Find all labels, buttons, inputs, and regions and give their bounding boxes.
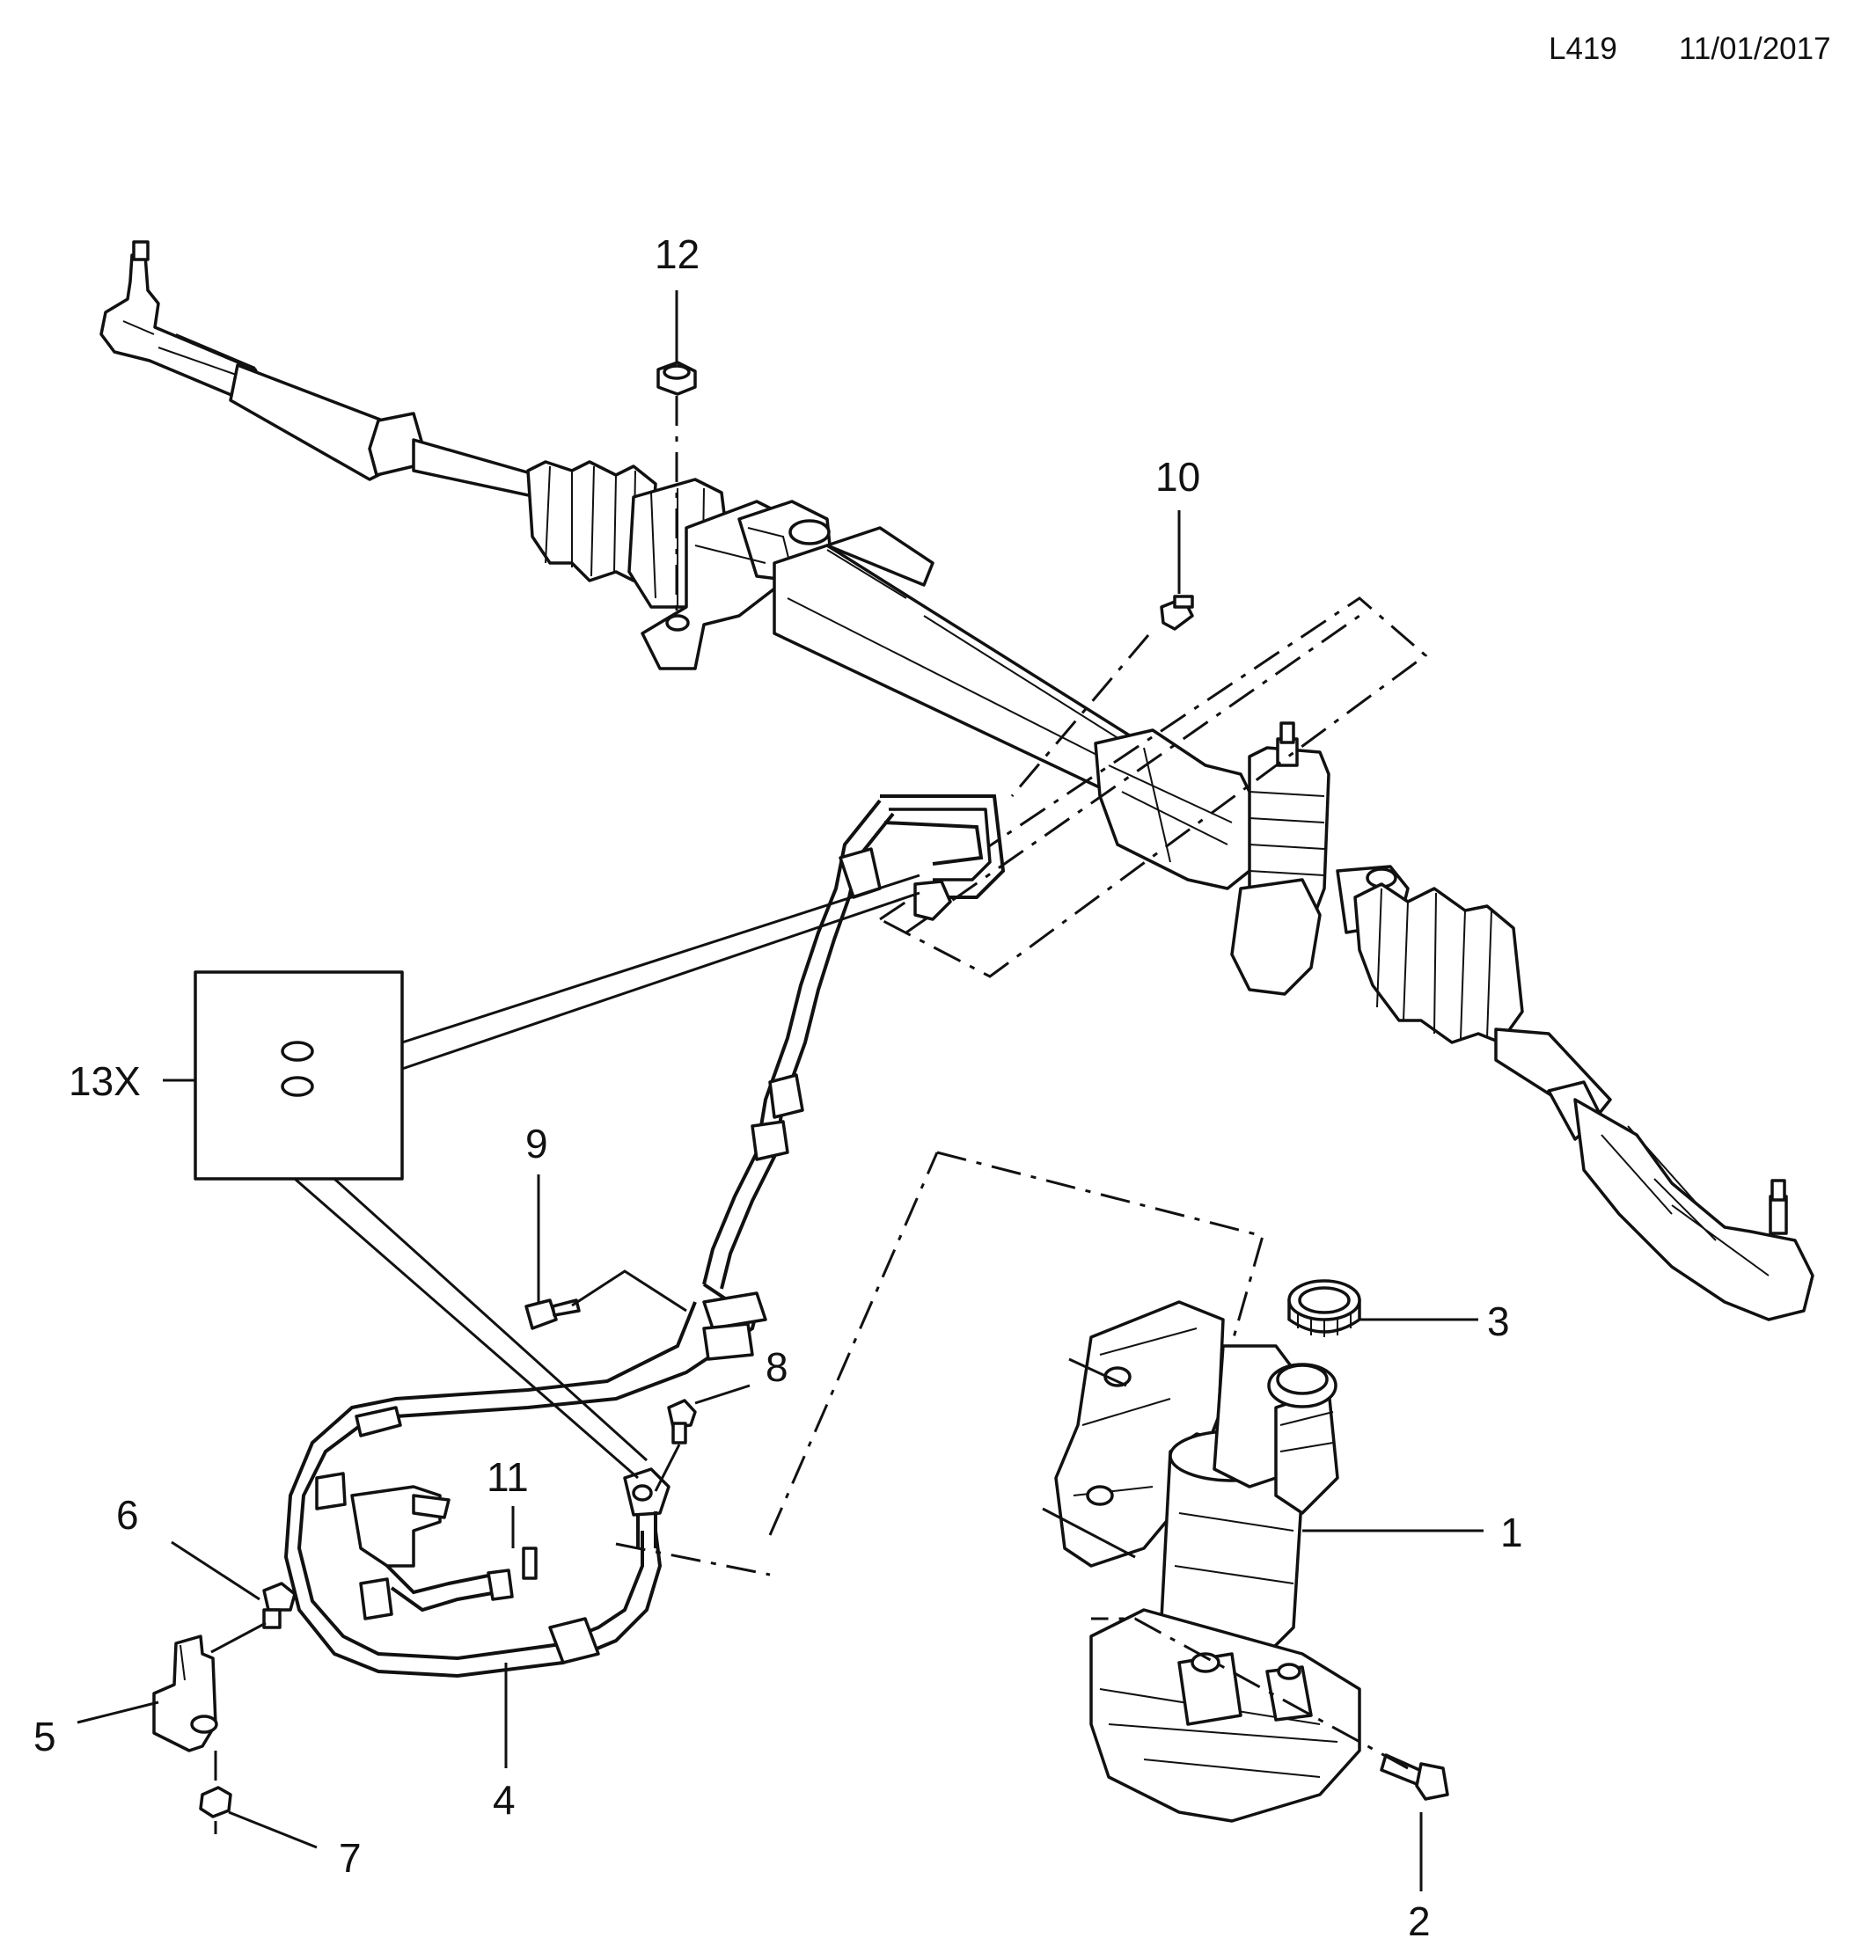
callout-labels: 1 2 3 4 5 6 7 8 9 10 11 12 13X <box>33 231 1523 1944</box>
bolt-9 <box>524 1298 581 1330</box>
bolt-10 <box>1160 595 1194 631</box>
diagram-code: L419 <box>1549 32 1617 66</box>
nut-7 <box>199 1786 232 1818</box>
callout-4: 4 <box>493 1777 516 1823</box>
callout-3: 3 <box>1487 1298 1510 1344</box>
hose-assembly <box>283 794 1006 1678</box>
reservoir-cap <box>1287 1279 1361 1337</box>
callout-7: 7 <box>339 1835 362 1881</box>
bracket-5 <box>152 1635 218 1752</box>
callout-6: 6 <box>116 1492 139 1538</box>
o-ring-detail-box <box>194 874 920 1480</box>
callout-10: 10 <box>1155 454 1200 500</box>
callout-12: 12 <box>655 231 700 277</box>
callout-11: 11 <box>487 1454 529 1500</box>
electric-pump-assembly <box>1054 1300 1361 1823</box>
callout-2: 2 <box>1408 1898 1431 1944</box>
bolt-8 <box>667 1399 697 1444</box>
diagram-date: 11/01/2017 <box>1679 32 1831 66</box>
leader-lines <box>77 290 1484 1891</box>
bolt-2 <box>1380 1753 1449 1801</box>
callout-13x: 13X <box>69 1058 141 1104</box>
callout-1: 1 <box>1500 1510 1523 1555</box>
callout-5: 5 <box>33 1714 56 1759</box>
steering-rack-assembly <box>99 240 1814 1321</box>
clip-11 <box>522 1547 538 1580</box>
callout-9: 9 <box>525 1121 548 1166</box>
callout-8: 8 <box>766 1344 788 1390</box>
nut-12 <box>656 361 697 396</box>
bolt-6 <box>262 1582 297 1629</box>
